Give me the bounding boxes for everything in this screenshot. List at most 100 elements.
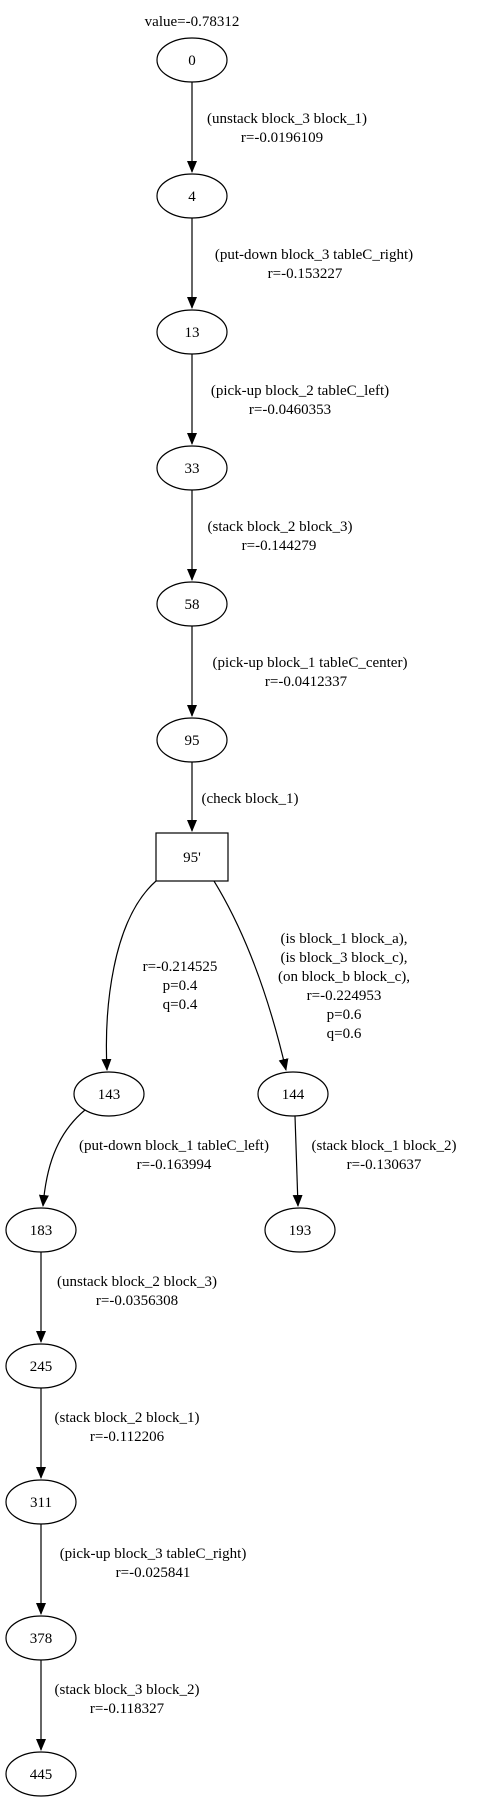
edge-label-95p-to-144: (is block_1 block_a), (is block_3 block_c… <box>278 931 410 1042</box>
state-node-ellipse <box>257 1071 329 1117</box>
node-label: 95 <box>185 733 200 749</box>
state-node-ellipse <box>5 1751 77 1797</box>
edge-label-144-to-193: (stack block_1 block_2) r=-0.130637 <box>312 1138 457 1173</box>
edge-label-378-to-445: (stack block_3 block_2) r=-0.118327 <box>55 1682 200 1717</box>
tree-node-183: 183 <box>5 1207 77 1253</box>
edge-label-line: r=-0.0460353 <box>249 402 331 418</box>
tree-node-95p: 95' <box>155 832 229 882</box>
edge-label-line: r=-0.118327 <box>90 1701 165 1717</box>
state-node-ellipse <box>5 1343 77 1389</box>
edge-label-0-to-4: (unstack block_3 block_1) r=-0.0196109 <box>207 111 367 146</box>
edge-label-line: p=0.6 <box>327 1007 362 1023</box>
edge-label-311-to-378: (pick-up block_3 tableC_right) r=-0.02584… <box>60 1546 247 1581</box>
edge-label-line: r=-0.0356308 <box>96 1293 178 1309</box>
edge-label-line: r=-0.224953 <box>307 988 382 1004</box>
node-label: 95' <box>183 850 201 866</box>
state-node-ellipse <box>5 1479 77 1525</box>
node-label: 245 <box>30 1359 53 1375</box>
tree-node-245: 245 <box>5 1343 77 1389</box>
edge-label-line: (stack block_2 block_1) <box>55 1410 200 1426</box>
edge-label-line: (put-down block_3 tableC_right) <box>215 247 413 263</box>
edge-label-line: r=-0.025841 <box>116 1565 191 1581</box>
edge-label-line: r=-0.214525 <box>143 959 218 975</box>
node-label: 143 <box>98 1087 121 1103</box>
edge-label-4-to-13: (put-down block_3 tableC_right) r=-0.1532… <box>215 247 413 282</box>
edge-label-line: (stack block_3 block_2) <box>55 1682 200 1698</box>
node-label: 445 <box>30 1767 53 1783</box>
edge-label-line: r=-0.153227 <box>268 266 343 282</box>
tree-node-144: 144 <box>257 1071 329 1117</box>
edge-label-line: (is block_1 block_a), <box>280 931 407 947</box>
edge-label-line: (pick-up block_3 tableC_right) <box>60 1546 247 1562</box>
edge-label-line: (on block_b block_c), <box>278 969 410 985</box>
edge-label-13-to-33: (pick-up block_2 tableC_left) r=-0.046035… <box>211 383 389 418</box>
tree-node-143: 143 <box>73 1071 145 1117</box>
state-node-ellipse <box>156 309 228 355</box>
node-label: 33 <box>185 461 200 477</box>
node-label: 183 <box>30 1223 53 1239</box>
edge-arrow-143-to-183 <box>38 1109 86 1207</box>
edge-label-line: r=-0.112206 <box>90 1429 165 1445</box>
tree-node-4: 4 <box>156 173 228 219</box>
edge-labels-layer: (unstack block_3 block_1) r=-0.0196109 (pu… <box>55 111 457 1717</box>
state-node-ellipse <box>264 1207 336 1253</box>
edge-label-line: q=0.4 <box>163 997 198 1013</box>
edges-layer <box>36 82 303 1751</box>
edge-arrow-144-to-193 <box>292 1115 303 1207</box>
node-label: 378 <box>30 1631 53 1647</box>
edge-label-line: (pick-up block_2 tableC_left) <box>211 383 389 399</box>
tree-node-378: 378 <box>5 1615 77 1661</box>
edge-label-95p-to-143: r=-0.214525 p=0.4 q=0.4 <box>143 959 218 1013</box>
node-label: 193 <box>289 1223 312 1239</box>
state-node-ellipse <box>156 581 228 627</box>
edge-arrow-95p-to-144 <box>213 880 289 1071</box>
edge-label-line: (stack block_2 block_3) <box>208 519 353 535</box>
edge-label-line: r=-0.0412337 <box>265 674 348 690</box>
edge-label-line: (is block_3 block_c), <box>280 950 407 966</box>
edge-label-line: (check block_1) <box>201 791 298 807</box>
state-node-ellipse <box>5 1207 77 1253</box>
edge-label-245-to-311: (stack block_2 block_1) r=-0.112206 <box>55 1410 200 1445</box>
tree-node-445: 445 <box>5 1751 77 1797</box>
root-value-label: value=-0.78312 <box>145 14 240 30</box>
tree-node-33: 33 <box>156 445 228 491</box>
state-node-ellipse <box>156 717 228 763</box>
state-node-ellipse <box>156 173 228 219</box>
edge-label-line: r=-0.163994 <box>137 1157 212 1173</box>
edge-label-33-to-58: (stack block_2 block_3) r=-0.144279 <box>208 519 353 554</box>
state-node-ellipse <box>73 1071 145 1117</box>
node-label: 0 <box>188 53 196 69</box>
node-label: 311 <box>30 1495 52 1511</box>
state-node-ellipse <box>156 445 228 491</box>
tree-node-193: 193 <box>264 1207 336 1253</box>
edge-label-line: p=0.4 <box>163 978 198 994</box>
edge-label-line: r=-0.0196109 <box>241 130 323 146</box>
tree-node-13: 13 <box>156 309 228 355</box>
edge-label-line: (unstack block_2 block_3) <box>57 1274 217 1290</box>
edge-label-58-to-95: (pick-up block_1 tableC_center) r=-0.0412… <box>213 655 408 690</box>
edge-label-line: (pick-up block_1 tableC_center) <box>213 655 408 671</box>
state-node-ellipse <box>5 1615 77 1661</box>
edge-label-line: r=-0.144279 <box>242 538 317 554</box>
state-node-ellipse <box>156 37 228 83</box>
node-label: 144 <box>282 1087 305 1103</box>
edge-label-183-to-245: (unstack block_2 block_3) r=-0.0356308 <box>57 1274 217 1309</box>
edge-label-line: (stack block_1 block_2) <box>312 1138 457 1154</box>
edge-arrow-95p-to-143 <box>101 880 157 1071</box>
tree-node-0: 0 <box>156 37 228 83</box>
node-label: 4 <box>188 189 196 205</box>
edge-label-line: (put-down block_1 tableC_left) <box>79 1138 269 1154</box>
node-label: 58 <box>185 597 200 613</box>
tree-node-311: 311 <box>5 1479 77 1525</box>
nodes-layer: 0 4 13 33 58 95 95' 143 144 183 193 245 311 378 445 <box>5 37 336 1797</box>
edge-label-95-to-95p: (check block_1) <box>201 791 298 807</box>
edge-label-143-to-183: (put-down block_1 tableC_left) r=-0.16399… <box>79 1138 269 1173</box>
edge-label-line: q=0.6 <box>327 1026 362 1042</box>
node-label: 13 <box>185 325 200 341</box>
tree-node-95: 95 <box>156 717 228 763</box>
tree-node-58: 58 <box>156 581 228 627</box>
chance-node-box <box>155 832 229 882</box>
edge-label-line: (unstack block_3 block_1) <box>207 111 367 127</box>
edge-label-line: r=-0.130637 <box>347 1157 422 1173</box>
